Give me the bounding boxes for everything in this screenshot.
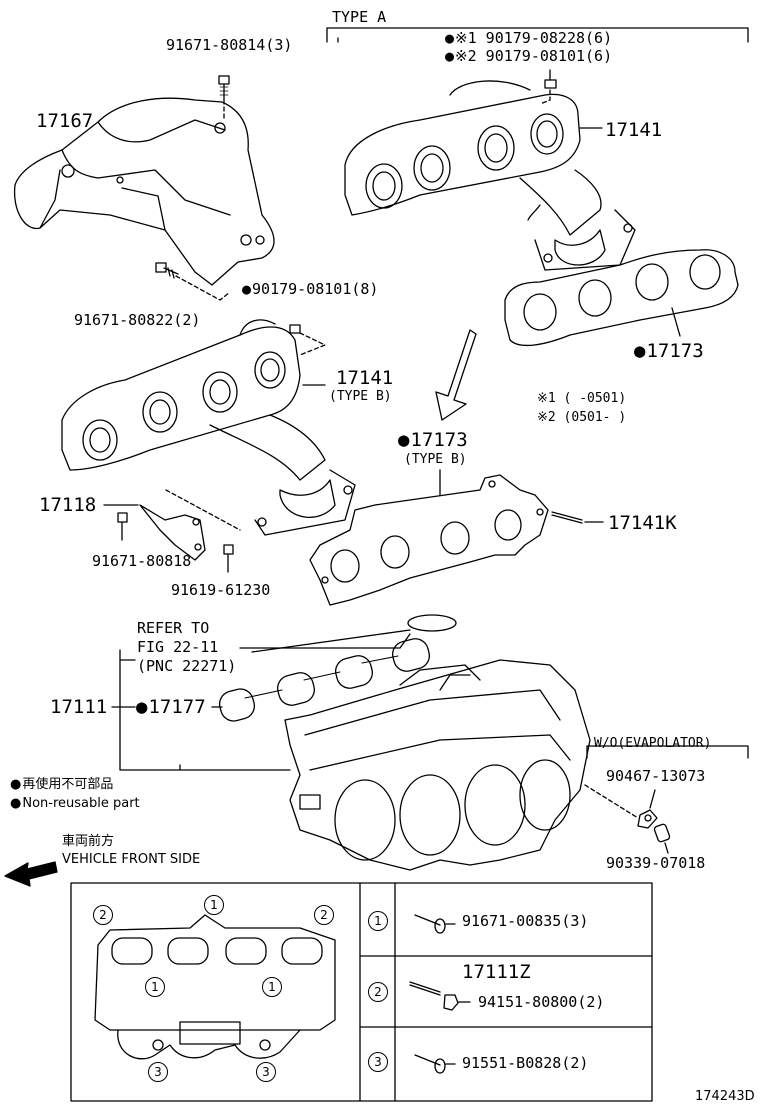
inset-row-3-number: 3 (368, 1052, 388, 1072)
note1-mark: ※1 (455, 29, 477, 47)
gasket-17173-type-a (504, 249, 739, 347)
note2-mark: ※2 (455, 47, 477, 65)
bolt-91671-80814 (218, 75, 230, 101)
bolt-91619-61230 (223, 544, 234, 573)
pin-90339-07018 (653, 823, 671, 843)
inset-part-91551-b0828: 91551-B0828(2) (462, 1054, 589, 1072)
inset-marker-2-right: 2 (314, 905, 334, 925)
heat-insulator-17167 (13, 97, 275, 286)
inset-marker-3-right: 3 (256, 1062, 276, 1082)
intake-manifold-17111 (284, 659, 591, 871)
part-91619-61230: 91619-61230 (171, 581, 271, 599)
refer-bracket (119, 649, 291, 771)
part-91671-80814: 91671-80814(3) (166, 36, 293, 54)
part-91671-80822: 91671-80822(2) (74, 311, 201, 329)
inset-part-17111z: 17111Z (462, 961, 531, 983)
o-ring (407, 614, 457, 632)
bolt-91551-b0828 (414, 1054, 456, 1074)
part-17141-type-a: 17141 (605, 119, 663, 141)
refer-to-line-3: (PNC 22271) (137, 657, 237, 675)
refer-to-line-1: REFER TO (137, 619, 210, 637)
note-1: ※1 ( -0501) (537, 391, 627, 406)
type-b-label-1: (TYPE B) (329, 389, 392, 404)
inset-row-2-number: 2 (368, 982, 388, 1002)
type-b-label-2: (TYPE B) (404, 452, 467, 467)
bolt-91671-80822 (155, 262, 179, 279)
bolt-91671-00835 (414, 914, 456, 934)
wo-evap-bracket (586, 745, 749, 759)
part-17141k: 17141K (608, 512, 677, 534)
vehicle-front-arrow (4, 861, 58, 887)
part-90179-08228: ※1 90179-08228(6) (445, 29, 613, 47)
diagram-code: 174243D (695, 1089, 755, 1104)
refer-to-line-2: FIG 22-11 (137, 638, 219, 656)
nut-94151-80800 (443, 994, 471, 1011)
inset-marker-2-left: 2 (93, 905, 113, 925)
type-a-bracket (326, 27, 749, 43)
nut-90467-13073 (637, 809, 658, 829)
front-label-jp: 車両前方 (62, 834, 115, 849)
inset-part-91671-00835: 91671-00835(3) (462, 912, 589, 930)
inset-marker-1-left: 1 (145, 977, 165, 997)
nut-90179-08101-8 (289, 324, 301, 334)
part-90467-13073: 90467-13073 (606, 767, 706, 785)
part-90179-08101-6: ※2 90179-08101(6) (445, 47, 613, 65)
front-label-en: VEHICLE FRONT SIDE (62, 852, 201, 867)
bolt-91671-80818 (117, 512, 128, 541)
wo-evapolator-label: W/O(EVAPOLATOR) (594, 736, 712, 751)
part-17167: 17167 (36, 110, 94, 132)
exhaust-manifold-type-a (344, 80, 636, 271)
note-2: ※2 (0501- ) (537, 410, 627, 425)
part-91671-80818: 91671-80818 (92, 552, 192, 570)
part-90179-08101-8: 90179-08101(8) (242, 281, 378, 297)
part-17173-type-a: 17173 (634, 341, 703, 361)
part-17173-type-b: 17173 (398, 430, 467, 450)
nut-90179-08101-top (544, 69, 557, 89)
part-17111: 17111 (50, 696, 108, 718)
stud-17111z (409, 981, 441, 996)
inset-marker-3-left: 3 (148, 1062, 168, 1082)
inset-marker-1-right: 1 (262, 977, 282, 997)
legend-jp: 再使用不可部品 (10, 778, 113, 792)
direction-arrow (435, 329, 477, 421)
legend-en: Non-reusable part (10, 797, 139, 811)
inset-manifold-top-view (94, 914, 336, 1060)
inset-row-1-number: 1 (368, 911, 388, 931)
part-90179-08101-6-text: 90179-08101(6) (485, 47, 613, 65)
part-17141-type-b: 17141 (336, 367, 394, 389)
inset-box (70, 882, 653, 1102)
gasket-17173-type-b (309, 474, 549, 606)
part-90339-07018: 90339-07018 (606, 854, 706, 872)
part-17177: 17177 (136, 697, 205, 717)
gasket-17177 (218, 638, 430, 722)
inset-part-94151-80800: 94151-80800(2) (478, 993, 605, 1011)
stud-17141k (551, 511, 583, 524)
stay-17118 (139, 504, 206, 561)
inset-marker-1-top: 1 (204, 895, 224, 915)
part-90179-08228-text: 90179-08228(6) (485, 29, 613, 47)
exhaust-manifold-type-b (61, 319, 356, 536)
part-17118: 17118 (39, 494, 97, 516)
type-a-label: TYPE A (332, 8, 387, 26)
